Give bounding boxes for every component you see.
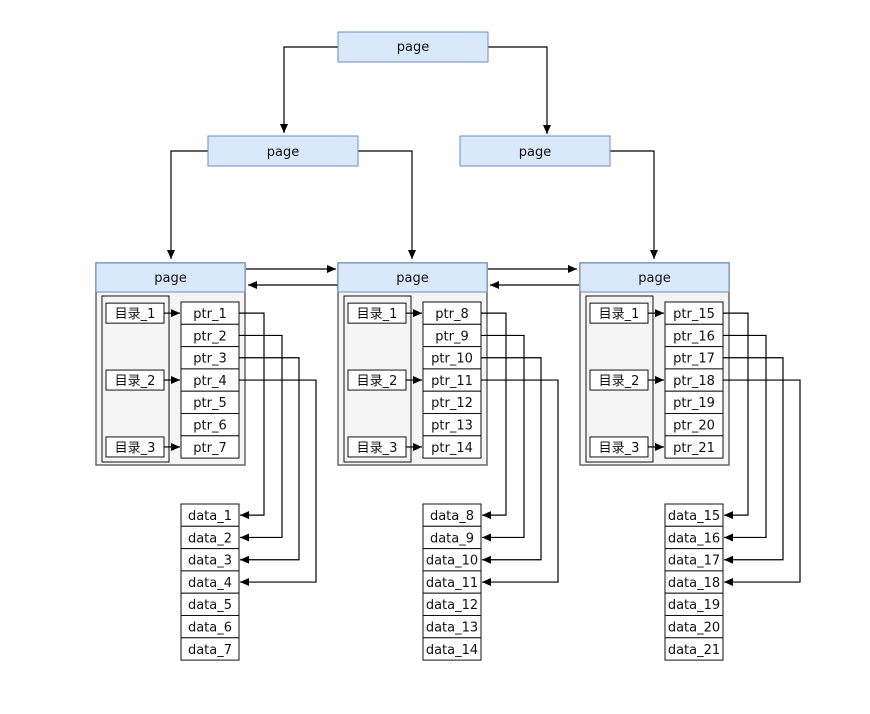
ptr-to-data-link [481, 312, 507, 520]
ptr-label: ptr_13 [431, 419, 473, 434]
ptr-to-data-link [723, 357, 784, 564]
ptr-label: ptr_17 [673, 352, 715, 367]
mid-page-left: page [207, 135, 359, 167]
directory-label: 目录_1 [357, 307, 398, 322]
ptr-label: ptr_1 [193, 307, 226, 322]
leaf-pages: page ptr_1 ptr_2 ptr_3 ptr_4 ptr_5 ptr_6 ptr_7 目… [95, 262, 801, 661]
leaf-page-label: page [154, 271, 186, 286]
data-label: data_4 [188, 576, 232, 591]
directory-label: 目录_1 [115, 307, 156, 322]
directory-label: 目录_2 [599, 374, 640, 389]
ptr-to-data-link [723, 312, 749, 520]
ptr-label: ptr_12 [431, 396, 473, 411]
directory-label: 目录_1 [599, 307, 640, 322]
root-page-node: page [337, 31, 489, 63]
ptr-cell [664, 435, 724, 459]
directory-label: 目录_3 [115, 441, 156, 456]
data-label: data_11 [426, 576, 478, 591]
data-cell [180, 637, 240, 661]
leaf-page-3: page ptr_15 ptr_16 ptr_17 ptr_18 ptr_19 ptr_20… [579, 262, 801, 661]
ptr-to-data-link [239, 379, 317, 587]
ptr-label: ptr_9 [435, 329, 468, 344]
ptr-to-data-link [481, 357, 542, 564]
leaf-page-label: page [638, 271, 670, 286]
data-label: data_9 [430, 531, 474, 546]
ptr-to-data-link [723, 334, 767, 542]
ptr-to-data-link [239, 312, 265, 520]
mid-page-left-label: page [267, 145, 299, 160]
data-cell [422, 637, 482, 661]
ptr-label: ptr_21 [673, 441, 715, 456]
ptr-label: ptr_7 [193, 441, 226, 456]
data-label: data_8 [430, 509, 474, 524]
ptr-to-data-link [481, 334, 525, 542]
directory-label: 目录_2 [115, 374, 156, 389]
ptr-to-data-link [239, 334, 283, 542]
leaf-page-header [579, 262, 730, 293]
data-label: data_1 [188, 509, 232, 524]
directory-label: 目录_3 [599, 441, 640, 456]
data-label: data_20 [668, 621, 720, 636]
ptr-cell [180, 435, 240, 459]
directory-label: 目录_2 [357, 374, 398, 389]
data-label: data_6 [188, 621, 232, 636]
edge-root-to-mid-right [488, 46, 551, 134]
ptr-label: ptr_2 [193, 329, 226, 344]
ptr-to-data-link [239, 357, 300, 564]
data-label: data_15 [668, 509, 720, 524]
leaf-page-2: page ptr_8 ptr_9 ptr_10 ptr_11 ptr_12 ptr_13pt… [337, 262, 559, 661]
ptr-label: ptr_6 [193, 419, 226, 434]
ptr-label: ptr_10 [431, 352, 473, 367]
ptr-to-data-link [481, 379, 559, 587]
ptr-label: ptr_19 [673, 396, 715, 411]
data-cell [664, 637, 724, 661]
data-label: data_14 [426, 643, 478, 658]
leaf-page-header [337, 262, 488, 293]
ptr-label: ptr_4 [193, 374, 226, 389]
data-label: data_7 [188, 643, 232, 658]
leaf-page-label: page [396, 271, 428, 286]
ptr-label: ptr_15 [673, 307, 715, 322]
data-label: data_19 [668, 598, 720, 613]
data-label: data_16 [668, 531, 720, 546]
edge-mid-left-to-leaf-2 [358, 150, 416, 259]
root-page-label: page [397, 40, 429, 55]
data-label: data_3 [188, 554, 232, 569]
edge-root-to-mid-left [280, 46, 338, 133]
leaf-page-header [95, 262, 246, 293]
ptr-label: ptr_5 [193, 396, 226, 411]
mid-page-right-label: page [519, 145, 551, 160]
ptr-label: ptr_3 [193, 352, 226, 367]
data-label: data_10 [426, 554, 478, 569]
data-label: data_13 [426, 621, 478, 636]
ptr-label: ptr_20 [673, 419, 715, 434]
data-label: data_21 [668, 643, 720, 658]
data-label: data_2 [188, 531, 232, 546]
edge-mid-left-to-leaf-1 [167, 150, 208, 259]
ptr-label: ptr_14 [431, 441, 473, 456]
ptr-label: ptr_11 [431, 374, 473, 389]
data-label: data_5 [188, 598, 232, 613]
mid-page-right: page [459, 135, 611, 167]
leaf-page-1: page ptr_1 ptr_2 ptr_3 ptr_4 ptr_5 ptr_6 ptr_7 目… [95, 262, 317, 661]
edge-mid-right-to-leaf-3 [610, 150, 658, 259]
ptr-cell [422, 435, 482, 459]
data-label: data_17 [668, 554, 720, 569]
data-label: data_18 [668, 576, 720, 591]
ptr-label: ptr_16 [673, 329, 715, 344]
ptr-to-data-link [723, 379, 801, 587]
ptr-label: ptr_18 [673, 374, 715, 389]
tree-edges [167, 46, 658, 259]
ptr-label: ptr_8 [435, 307, 468, 322]
data-label: data_12 [426, 598, 478, 613]
sibling-links [246, 265, 579, 289]
directory-label: 目录_3 [357, 441, 398, 456]
